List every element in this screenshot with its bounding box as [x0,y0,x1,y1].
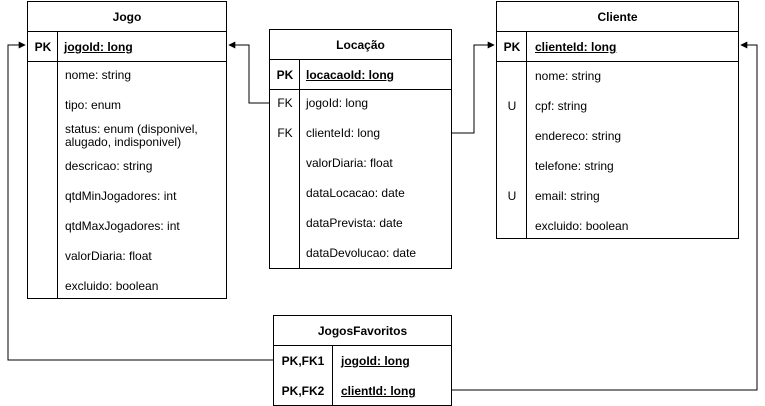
connector-locacao-cliente [452,41,495,134]
pk-row-jogo: PK jogoId: long [28,32,226,62]
field-nome: nome: string [535,69,602,83]
connector-favoritos-jogo [7,41,273,361]
field-valordiaria: valorDiaria: float [65,249,152,263]
field-cpf: cpf: string [535,99,588,113]
pk-row-locacao: PK locacaoId: long [270,60,451,90]
field-datalocacao: dataLocacao: date [306,186,405,200]
table-cliente[interactable]: Cliente PK clienteId: long nome: string … [496,1,739,239]
field-nome: nome: string [65,68,132,82]
key-fk-clienteid: FK [277,126,293,140]
table-title-jogo: Jogo [28,2,226,32]
pk-field-locacaoid: locacaoId: long [306,68,395,82]
key-pk-fk1: PK,FK1 [281,354,325,368]
pk-key: PK [503,39,521,54]
field-email: email: string [535,189,600,203]
field-tipo: tipo: enum [65,98,122,112]
field-qtdminjogadores: qtdMinJogadores: int [65,189,177,203]
key-column-divider [299,60,300,268]
field-telefone: telefone: string [535,159,614,173]
field-status: status: enum (disponivel, alugado, indis… [65,122,198,149]
pk-key: PK [34,39,52,54]
table-title-cliente: Cliente [497,2,738,32]
field-jogoid: jogoId: long [306,96,369,110]
connector-locacao-jogo [228,41,269,104]
key-column-divider [57,32,58,298]
field-datadevolucao: dataDevolucao: date [306,246,417,260]
connector-favoritos-cliente [452,41,758,391]
field-excluido: excluido: boolean [65,279,159,293]
field-dataprevista: dataPrevista: date [306,216,403,230]
table-jogosfavoritos[interactable]: JogosFavoritos PK,FK1 jogoId: long PK,FK… [273,315,452,406]
pk-row-cliente: PK clienteId: long [497,32,738,62]
field-descricao: descricao: string [65,159,153,173]
field-qtdmaxjogadores: qtdMaxJogadores: int [65,219,180,233]
key-fk-jogoid: FK [277,96,293,110]
field-excluido: excluido: boolean [535,219,629,233]
field-jogoid: jogoId: long [341,354,410,368]
pk-field-clienteid: clienteId: long [535,40,617,54]
key-unique-cpf: U [507,99,517,113]
table-title-jogosfavoritos: JogosFavoritos [274,316,451,346]
field-valordiaria: valorDiaria: float [306,156,393,170]
pk-field-jogoid: jogoId: long [64,40,133,54]
key-column-divider [526,32,527,238]
table-title-locacao: Locação [270,30,451,60]
key-column-divider [332,346,333,405]
table-jogo[interactable]: Jogo PK jogoId: long nome: string tipo: … [27,1,227,299]
table-locacao[interactable]: Locação PK locacaoId: long FK jogoId: lo… [269,29,452,269]
pk-key: PK [276,67,294,82]
key-unique-email: U [507,189,517,203]
field-clientid: clientId: long [341,384,416,398]
key-pk-fk2: PK,FK2 [281,384,325,398]
field-endereco: endereco: string [535,129,622,143]
field-clienteid: clienteId: long [306,126,381,140]
